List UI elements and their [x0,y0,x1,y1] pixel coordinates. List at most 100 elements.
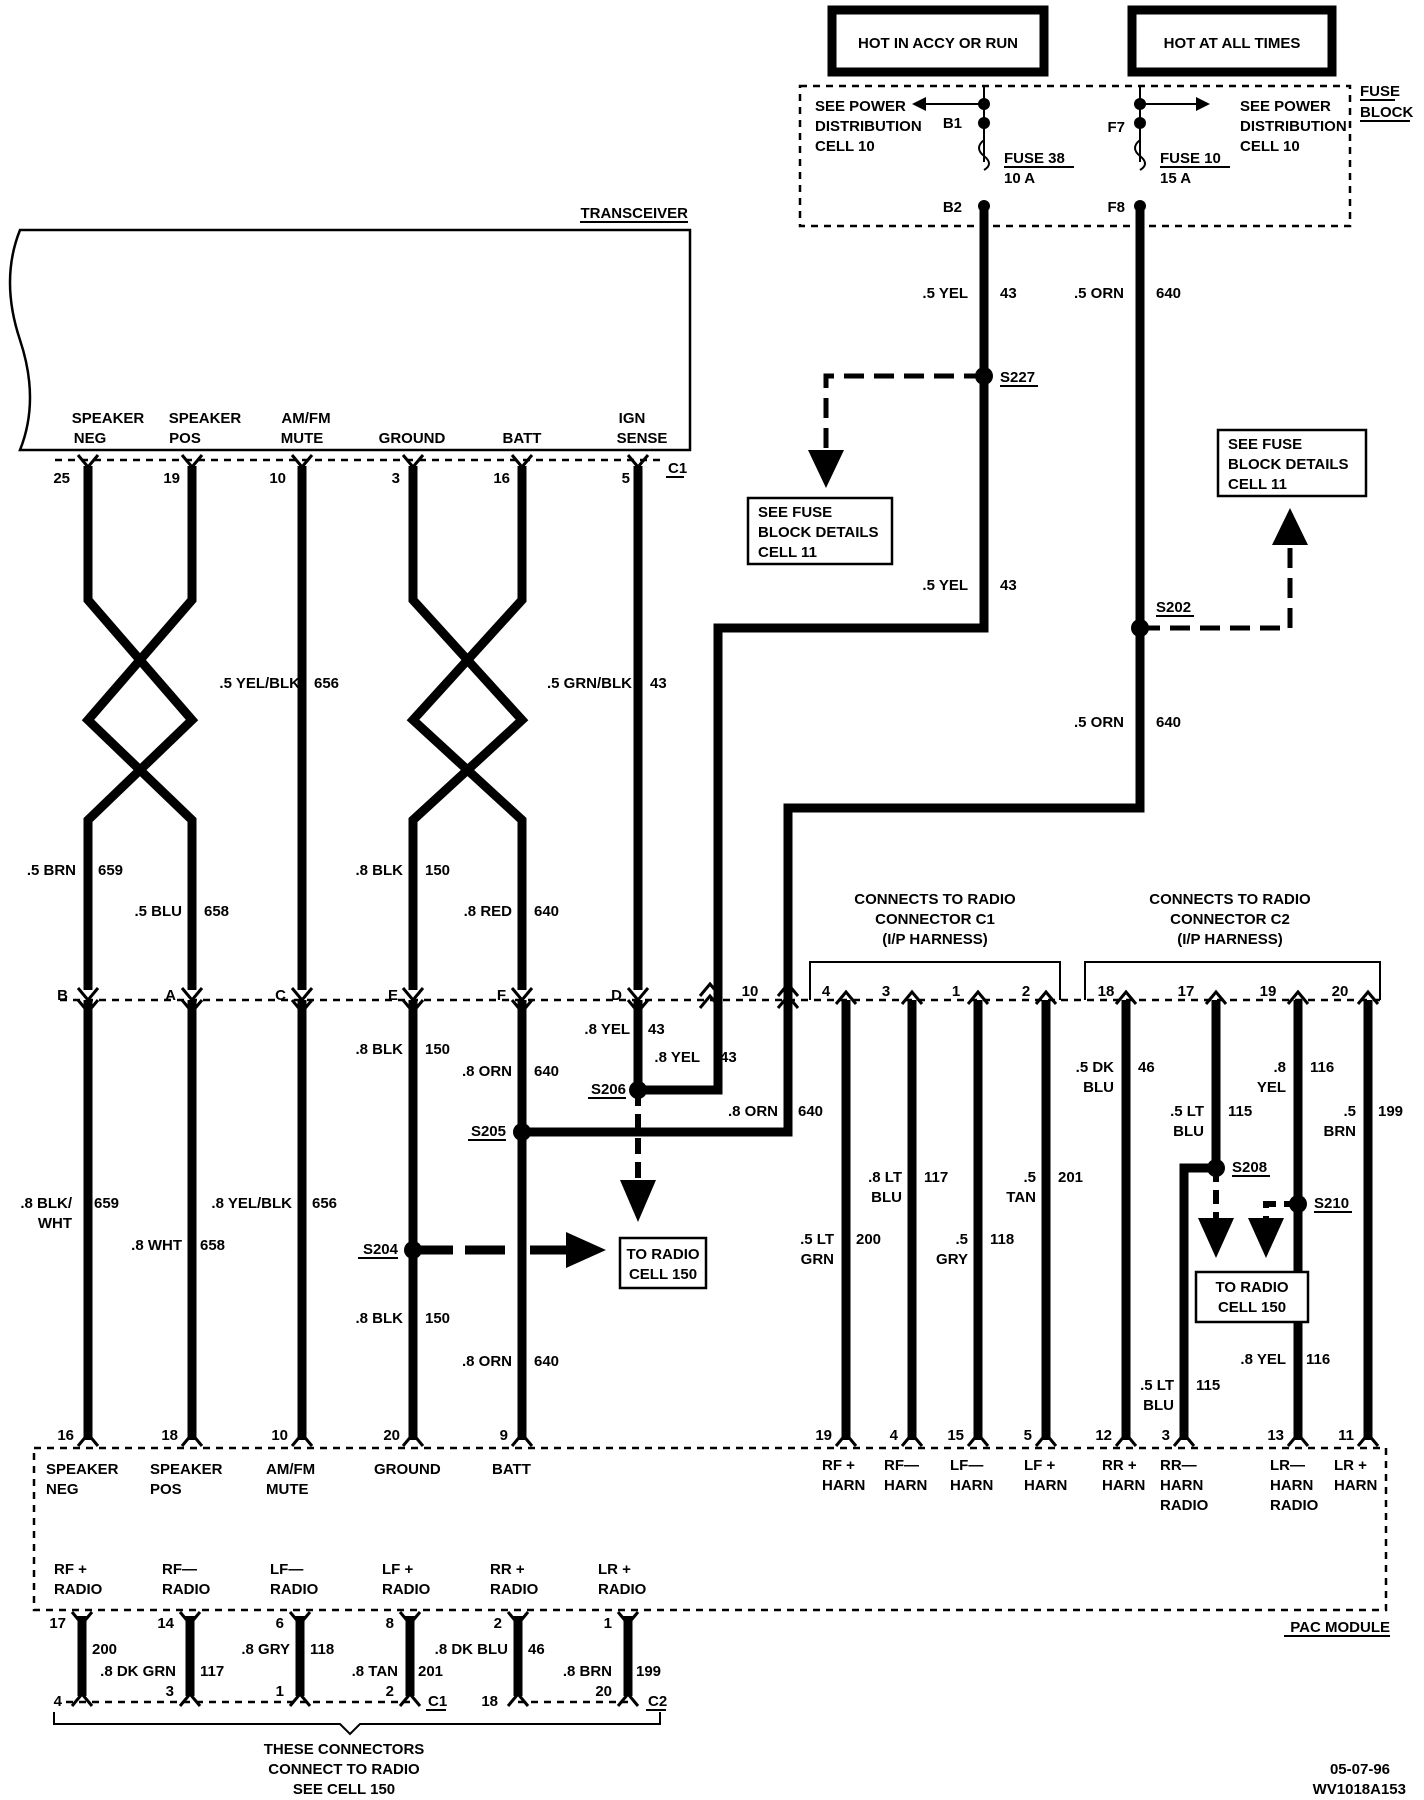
pin-25: 25 [53,470,70,487]
wire-num-640-low: 640 [534,1353,559,1370]
fuse-10-amps: 15 A [1160,170,1191,187]
pac-lf-plus-harn-2: HARN [1024,1477,1067,1494]
pac-pin-13: 13 [1267,1427,1284,1444]
wire-label-ltgrn-2: GRN [801,1251,834,1268]
wire-num-200: 200 [856,1231,881,1248]
wire-num-115-low: 115 [1196,1377,1220,1394]
pac-pin-16: 16 [57,1427,74,1444]
wire-label-blu: .5 BLU [134,903,182,920]
pac-lf-minus-harn-2: HARN [950,1477,993,1494]
splice-s205: S205 [471,1123,506,1140]
wire-label-orn-low: .8 ORN [462,1353,512,1370]
radio-pin-20: 20 [595,1683,612,1700]
wire-num-658: 658 [204,903,229,920]
wire-label-grnblk: .5 GRN/BLK [547,675,632,692]
fuse-block-label-1: FUSE [1360,83,1400,100]
wire-num-43-s1: 43 [648,1021,665,1038]
pac-pin-18: 18 [161,1427,178,1444]
pin-19: 19 [163,470,180,487]
see-power-left-1: SEE POWER [815,98,906,115]
pac-top-terminals [76,1431,1380,1447]
wire-num-640-s2: 640 [798,1103,823,1120]
term-speaker-pos-2: POS [169,430,201,447]
wire-43-feed [713,206,989,1000]
term-speaker-pos-1: SPEAKER [169,410,242,427]
radio-c2-label: C2 [648,1693,667,1710]
mid-pin-19: 19 [1260,983,1277,1000]
mid-pin-d: D [611,987,622,1004]
mid-pin-18: 18 [1098,983,1115,1000]
hot-at-all-times-label: HOT AT ALL TIMES [1164,35,1301,52]
see-fuse-left-2: BLOCK DETAILS [758,524,879,541]
wire-label-ltblu115-2: BLU [1173,1123,1204,1140]
pac-lf-minus-harn-1: LF— [950,1457,983,1474]
wire-num-640-s1: 640 [534,1063,559,1080]
pac-b-pin-17: 17 [49,1615,66,1632]
arrow-right-icon [566,1232,606,1268]
pac-bottom-pins: 17 14 6 8 2 1 4 3 1 2 18 20 [49,1615,612,1710]
pac-wire-tan: .8 TAN [352,1663,398,1680]
connects-c2-2: CONNECTOR C2 [1170,911,1290,928]
wire-label-blkwht-2: WHT [38,1215,72,1232]
wire-num-199: 199 [1378,1103,1403,1120]
pac-rr-plus-radio-2: RADIO [490,1581,539,1598]
pac-lf-plus-harn-1: LF + [1024,1457,1055,1474]
pac-pin-20: 20 [383,1427,400,1444]
wire-num-659-low: 659 [94,1195,119,1212]
wire-num-43-ign: 43 [650,675,667,692]
radio-c1-label: C1 [428,1693,447,1710]
pin-f8: F8 [1107,199,1125,216]
pac-lr-minus-harn-3: RADIO [1270,1497,1319,1514]
splice-s227: S227 [1000,369,1035,386]
term-ign-sense-1: IGN [619,410,646,427]
pac-rr-minus-harn-2: HARN [1160,1477,1203,1494]
wire-label-yel116-2: YEL [1257,1079,1286,1096]
pac-bottom-wire-labels: 200 .8 DK GRN 117 .8 GRY 118 .8 TAN 201 … [92,1641,661,1680]
pac-lr-plus-harn-2: HARN [1334,1477,1377,1494]
pac-amfm-mute-2: MUTE [266,1481,309,1498]
pac-lr-plus-radio-2: RADIO [598,1581,647,1598]
fuse-block-label-2: BLOCK [1360,104,1413,121]
wire-label-dkblu-1: .5 DK [1076,1059,1115,1076]
pac-pin-10: 10 [271,1427,288,1444]
wire-640-feed [783,206,1145,1000]
pin-10: 10 [269,470,286,487]
wire-label-wht: .8 WHT [131,1237,182,1254]
connects-c2-3: (I/P HARNESS) [1177,931,1283,948]
wire-label-ltblu115-1: .5 LT [1170,1103,1204,1120]
transceiver-box: TRANSCEIVER [8,205,692,452]
pac-wire-118: 118 [310,1641,334,1658]
wire-label-ltblu117-1: .8 LT [868,1169,902,1186]
to-radio-cell-150-right: TO RADIO CELL 150 [1194,1270,1310,1324]
pin-16: 16 [493,470,510,487]
pac-bottom-labels: RF + RADIO RF— RADIO LF— RADIO LF + RADI… [54,1561,647,1598]
fuse-38-icon [978,139,990,171]
to-radio-left-1: TO RADIO [626,1246,699,1263]
arrow-down-icon [1248,1218,1284,1258]
splice-s204: S204 [363,1241,399,1258]
wire-num-201: 201 [1058,1169,1083,1186]
pac-pin-19: 19 [815,1427,832,1444]
wire-label-yel116-low: .8 YEL [1240,1351,1286,1368]
arrow-down-icon [1198,1218,1234,1258]
mid-pin-10: 10 [742,983,759,1000]
see-fuse-left-1: SEE FUSE [758,504,832,521]
pac-speaker-pos-1: SPEAKER [150,1461,223,1478]
arrow-up-icon [1272,508,1308,545]
arrow-right-icon [1196,97,1210,111]
mid-pin-4: 4 [822,983,831,1000]
see-fuse-details-left: SEE FUSE BLOCK DETAILS CELL 11 [746,496,894,566]
pac-bottom-wires [77,1616,633,1696]
wire-num-150-mid: 150 [425,1041,450,1058]
radio-pin-4: 4 [54,1693,63,1710]
wire-num-150-low: 150 [425,1310,450,1327]
mid-pin-20: 20 [1332,983,1349,1000]
pac-wire-117: 117 [200,1663,224,1680]
wire-label-brn199-1: .5 [1343,1103,1356,1120]
pac-module-label: PAC MODULE [1290,1619,1390,1636]
splice-s210: S210 [1314,1195,1349,1212]
wire-659-upper [83,466,199,990]
pac-lf-minus-radio-1: LF— [270,1561,303,1578]
mid-pin-b: B [57,987,68,1004]
pac-wire-199: 199 [636,1663,661,1680]
